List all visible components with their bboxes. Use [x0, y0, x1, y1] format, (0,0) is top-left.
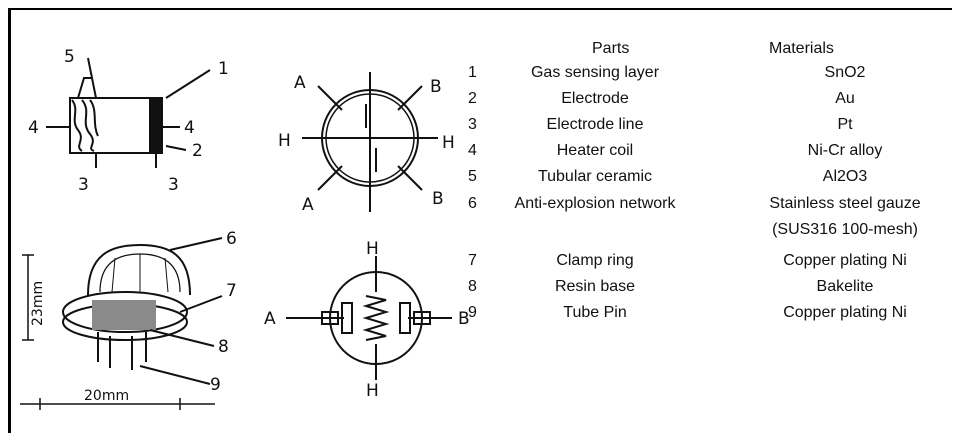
part-number: 3 — [468, 116, 477, 133]
circuit-label-b: B — [458, 309, 470, 329]
diagram-frame — [8, 8, 952, 433]
top-view-label-h-left: H — [278, 131, 291, 151]
part-material: SnO2 — [824, 64, 866, 81]
part-number: 2 — [468, 90, 477, 107]
tube-body — [69, 97, 163, 154]
materials-header: Materials — [769, 40, 834, 57]
tube-electrode — [149, 97, 163, 154]
part-name: Resin base — [554, 278, 636, 295]
package-height-dimension: 23mm — [30, 281, 46, 326]
tube-label-3-left: 3 — [78, 175, 89, 195]
part-name: Tubular ceramic — [537, 168, 653, 185]
package-drawing — [20, 237, 223, 410]
part-material: Al2O3 — [822, 168, 868, 185]
part-number: 1 — [468, 64, 477, 81]
circuit-label-h-bottom: H — [366, 381, 379, 401]
package-label-6: 6 — [226, 229, 237, 249]
part-number: 9 — [468, 304, 477, 321]
circuit-heater-coil — [362, 295, 390, 341]
part-number: 6 — [468, 195, 477, 212]
part-name: Electrode — [561, 90, 629, 107]
tube-label-3-right: 3 — [168, 175, 179, 195]
part-material: Ni-Cr alloy — [807, 142, 883, 159]
part-name: Heater coil — [556, 142, 634, 159]
circuit-electrode-a — [321, 311, 339, 325]
tube-label-5: 5 — [64, 47, 75, 67]
part-name: Tube Pin — [563, 304, 627, 321]
heater-lead — [77, 77, 97, 99]
circuit-label-h-top: H — [366, 239, 379, 259]
heater-coil-drawing — [71, 99, 83, 152]
part-material: Stainless steel gauze — [769, 195, 921, 212]
package-resin-base — [92, 300, 156, 330]
package-label-9: 9 — [210, 375, 221, 395]
parts-header: Parts — [592, 40, 630, 57]
part-material: Au — [835, 90, 855, 107]
top-view-label-h-right: H — [442, 133, 455, 153]
tube-label-1: 1 — [218, 59, 229, 79]
part-name: Electrode line — [546, 116, 644, 133]
part-number: 7 — [468, 252, 477, 269]
part-number: 5 — [468, 168, 477, 185]
circuit-electrode-b — [413, 311, 431, 325]
tube-label-4-left: 4 — [28, 118, 39, 138]
circuit-label-a: A — [264, 309, 276, 329]
part-material: Pt — [837, 116, 853, 133]
package-mesh-cap — [87, 243, 191, 296]
part-number: 4 — [468, 142, 477, 159]
top-view-label-b-top: B — [430, 77, 442, 97]
part-number: 8 — [468, 278, 477, 295]
package-width-dimension: 20mm — [84, 388, 129, 404]
part-material: Bakelite — [816, 278, 874, 295]
tube-label-2: 2 — [192, 141, 203, 161]
circuit-view — [286, 256, 452, 380]
tube-element — [46, 57, 211, 168]
part-material: Copper plating Ni — [783, 304, 907, 321]
top-view-label-a-top: A — [294, 73, 306, 93]
part-material: Copper plating Ni — [783, 252, 907, 269]
part-name: Gas sensing layer — [530, 64, 660, 81]
package-label-8: 8 — [218, 337, 229, 357]
part-name: Clamp ring — [556, 252, 634, 269]
top-view-label-a-bottom: A — [302, 195, 314, 215]
top-view-label-b-bottom: B — [432, 189, 444, 209]
top-view — [302, 72, 438, 212]
package-clamp-ring — [62, 291, 188, 333]
tube-label-4-right: 4 — [184, 118, 195, 138]
package-label-7: 7 — [226, 281, 237, 301]
part-name: Anti-explosion network — [514, 195, 676, 212]
part-material: (SUS316 100-mesh) — [772, 221, 918, 238]
